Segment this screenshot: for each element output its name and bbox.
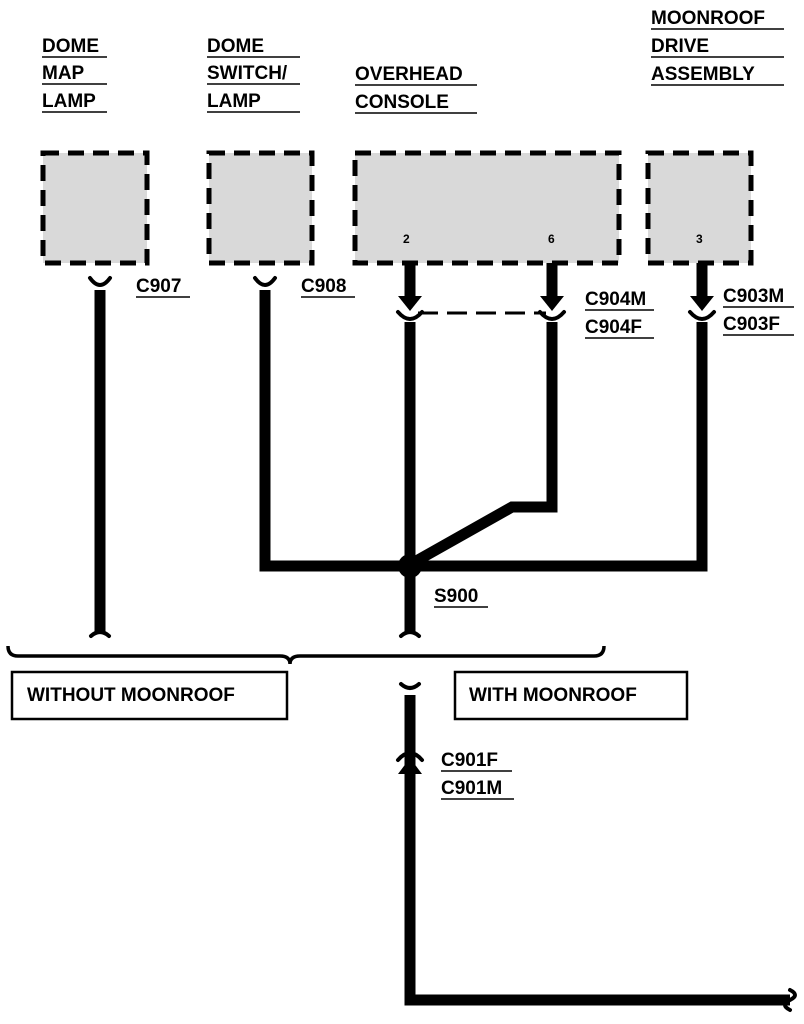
dome-switch-lamp-line-1: DOME xyxy=(207,36,264,57)
c903f-label: C903F xyxy=(723,314,780,335)
moonroof-drive-line-3: ASSEMBLY xyxy=(651,64,755,85)
without-moonroof-box xyxy=(10,670,289,721)
moonroof-drive-box xyxy=(645,150,754,266)
dome-switch-lamp-label: DOME SWITCH/ LAMP xyxy=(207,36,300,113)
overhead-console-line-1: OVERHEAD xyxy=(355,64,463,85)
pin-console-6: 6 xyxy=(548,232,555,246)
with-moonroof-box xyxy=(453,670,689,721)
c904f-label: C904F xyxy=(585,317,642,338)
c904m-right-arrow-icon xyxy=(540,296,564,311)
c907-label: C907 xyxy=(136,276,181,297)
dome-map-lamp-box xyxy=(40,150,150,266)
splice-s900-label: S900 xyxy=(434,586,478,607)
c901f-label: C901F xyxy=(441,750,498,771)
c907-connector-icon xyxy=(88,276,112,287)
dome-map-lamp-line-1: DOME xyxy=(42,36,99,57)
overhead-console-label: OVERHEAD CONSOLE xyxy=(355,64,477,114)
c901m-arrow-icon xyxy=(398,758,422,774)
dome-switch-lamp-box xyxy=(206,150,315,266)
wire-console-pin6-lower xyxy=(415,322,558,565)
pin-console-2: 2 xyxy=(403,232,410,246)
c908-connector-icon xyxy=(253,276,277,287)
c901f-cup-icon xyxy=(396,751,424,762)
c901m-label: C901M xyxy=(441,778,502,799)
wire-bottom-run xyxy=(404,695,790,1006)
without-moonroof-label: WITHOUT MOONROOF xyxy=(27,685,235,706)
wire-end-left-icon xyxy=(89,630,111,638)
c904m-label: C904M xyxy=(585,289,646,310)
c903m-arrow-icon xyxy=(690,296,714,311)
option-brace xyxy=(6,645,606,665)
moonroof-drive-line-1: MOONROOF xyxy=(651,8,765,29)
dome-map-lamp-label: DOME MAP LAMP xyxy=(42,36,107,113)
splice-s900-dot xyxy=(398,554,422,578)
dome-map-lamp-line-3: LAMP xyxy=(42,91,96,112)
c904f-right-cup-icon xyxy=(538,310,566,321)
wire-ground-bus xyxy=(259,290,708,572)
dome-switch-lamp-line-3: LAMP xyxy=(207,91,261,112)
dome-map-lamp-line-2: MAP xyxy=(42,63,85,84)
overhead-console-box xyxy=(352,150,622,266)
pin-moonroof-3: 3 xyxy=(696,232,703,246)
moonroof-drive-line-2: DRIVE xyxy=(651,36,709,57)
wire-end-center-icon xyxy=(399,630,421,638)
c903m-label: C903M xyxy=(723,286,784,307)
with-moonroof-label: WITH MOONROOF xyxy=(469,685,637,706)
c908-label: C908 xyxy=(301,276,346,297)
wire-continue-icon xyxy=(783,988,797,1012)
c904f-left-cup-icon xyxy=(396,310,424,321)
dome-switch-lamp-line-2: SWITCH/ xyxy=(207,63,288,84)
c904m-left-arrow-icon xyxy=(398,296,422,311)
c903f-cup-icon xyxy=(688,310,716,321)
moonroof-drive-assembly-label: MOONROOF DRIVE ASSEMBLY xyxy=(651,8,784,86)
overhead-console-line-2: CONSOLE xyxy=(355,92,449,113)
wire-start-icon xyxy=(399,682,421,690)
